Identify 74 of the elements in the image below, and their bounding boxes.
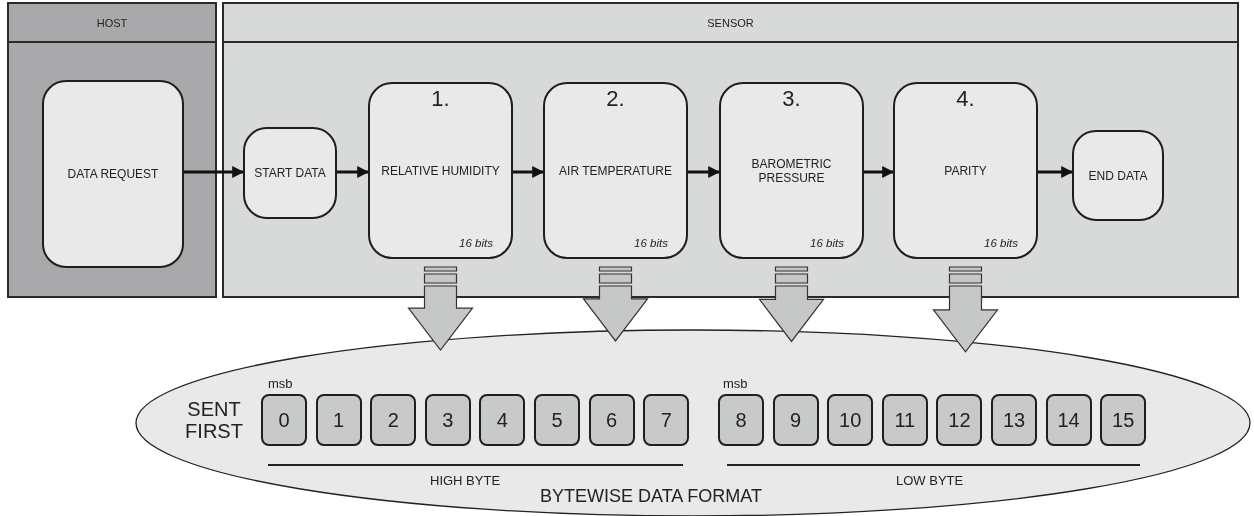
bit-count: 16 bits	[984, 237, 1018, 249]
process-box	[368, 82, 513, 259]
bit-number: 7	[660, 408, 672, 432]
bit-number: 10	[839, 408, 862, 432]
bit-number: 5	[551, 408, 563, 432]
lane-title: SENSOR	[707, 16, 754, 29]
step-label: AIR TEMPERATURE	[559, 163, 672, 178]
arrow	[864, 166, 895, 178]
bit-box	[936, 394, 983, 446]
step-number: 2.	[606, 86, 625, 111]
process-box	[719, 82, 864, 259]
arrow	[184, 166, 245, 178]
arrow	[1038, 166, 1074, 178]
process-box	[1072, 130, 1164, 221]
step-label: START DATA	[254, 166, 326, 180]
arrow	[337, 166, 370, 178]
bit-box	[772, 394, 819, 446]
byte-label: HIGH BYTE	[430, 473, 501, 488]
bit-box	[479, 394, 526, 446]
process-box	[543, 82, 688, 259]
bit-number: 0	[278, 408, 290, 432]
bit-count: 16 bits	[810, 237, 844, 249]
step-label: DATA REQUEST	[67, 167, 159, 181]
bit-box	[718, 394, 764, 446]
bit-number: 11	[894, 408, 916, 432]
bit-box	[370, 394, 417, 446]
block-arrow	[758, 266, 825, 343]
step-number: 1.	[431, 86, 450, 111]
bit-number: 3	[442, 408, 454, 432]
bit-box	[1045, 394, 1092, 446]
bit-box	[643, 394, 690, 446]
bit-box	[881, 394, 928, 446]
swimlane-panel	[222, 2, 1239, 298]
step-label: PARITY	[944, 163, 987, 178]
bit-box	[1100, 394, 1147, 446]
bit-box	[991, 394, 1037, 446]
byte-label: LOW BYTE	[896, 473, 964, 488]
bit-number: 6	[606, 408, 618, 432]
block-arrow	[407, 266, 474, 352]
bit-number: 9	[790, 408, 802, 432]
sent-first-label: SENT FIRST	[184, 398, 244, 442]
bit-number: 13	[1002, 408, 1026, 432]
bit-number: 4	[496, 408, 508, 432]
swimlane-panel	[7, 2, 217, 298]
bit-number: 12	[948, 408, 971, 432]
bit-box	[424, 394, 471, 446]
step-label: BAROMETRIC PRESSURE	[750, 156, 833, 185]
bit-number: 2	[387, 408, 399, 432]
bit-number: 8	[735, 408, 747, 432]
bit-count: 16 bits	[634, 237, 668, 249]
bit-box	[315, 394, 362, 446]
step-label: END DATA	[1088, 168, 1148, 183]
step-label: RELATIVE HUMIDITY	[381, 163, 500, 178]
arrow	[688, 166, 721, 178]
bit-number: 14	[1057, 408, 1080, 432]
bit-box	[261, 394, 307, 446]
bit-number: 1	[333, 408, 345, 432]
bit-box	[827, 394, 874, 446]
lane-title: HOST	[96, 16, 128, 29]
process-box	[893, 82, 1038, 259]
block-arrow	[582, 266, 649, 342]
process-box	[42, 80, 184, 268]
bit-count: 16 bits	[459, 237, 493, 249]
step-number: 4.	[956, 86, 975, 111]
msb-label: msb	[268, 376, 293, 391]
bit-box	[534, 394, 580, 446]
arrow	[513, 166, 545, 178]
block-arrow	[932, 266, 999, 353]
step-number: 3.	[782, 86, 801, 111]
process-box	[243, 127, 337, 219]
bit-box	[588, 394, 635, 446]
msb-label: msb	[723, 376, 748, 391]
bit-number: 15	[1112, 408, 1135, 432]
format-title: BYTEWISE DATA FORMAT	[540, 486, 762, 507]
